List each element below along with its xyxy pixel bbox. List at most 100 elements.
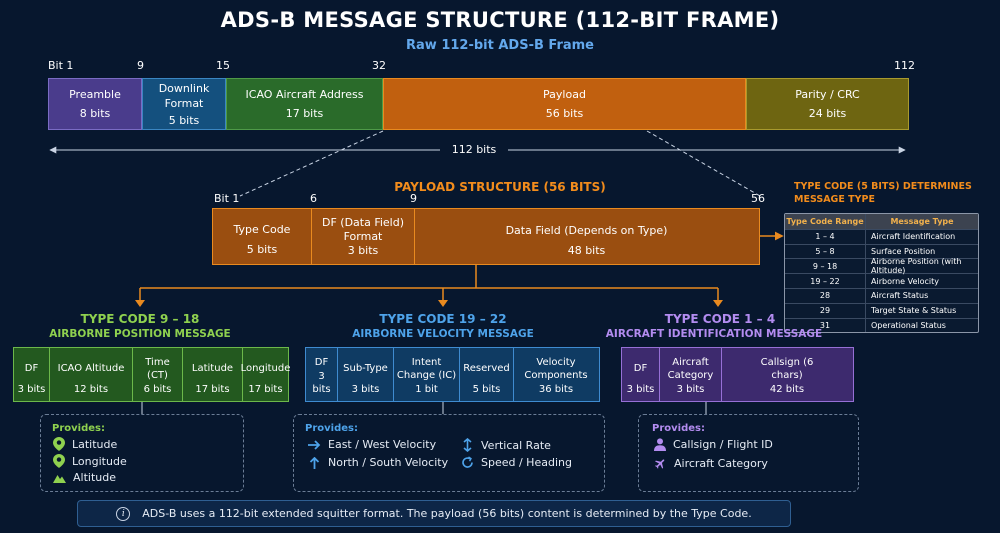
provides-label: Provides:	[652, 423, 705, 434]
msg-position-heading: TYPE CODE 9 – 18	[80, 312, 200, 326]
tree-arrowheads	[135, 300, 723, 307]
field-time: Time (CT) 6 bits	[133, 348, 183, 401]
payload-field-data: Data Field (Depends on Type) 48 bits	[415, 209, 758, 264]
segment-name: Payload	[543, 88, 586, 101]
field-name: ICAO Altitude	[57, 363, 125, 374]
frame-segment-preamble: Preamble 8 bits	[48, 78, 142, 130]
field-name: Time (CT)	[145, 356, 170, 381]
frame-bit-label: 9	[137, 59, 144, 72]
tree-lines	[139, 265, 719, 303]
field-bits: 5 bits	[472, 384, 501, 395]
field-name: DF	[633, 363, 648, 374]
field-df: DF 3 bits	[306, 348, 338, 401]
field-bits: 48 bits	[567, 244, 606, 257]
field-bits: 17 bits	[195, 384, 230, 395]
table-header-cell: Type Code Range	[785, 214, 866, 229]
frame-total-bits: 112 bits	[451, 143, 497, 156]
field-bits: 3 bits	[17, 384, 46, 395]
table-cell: Surface Position	[871, 246, 936, 256]
table-cell: Airborne Velocity	[871, 276, 940, 286]
table-cell: Aircraft Status	[871, 291, 929, 301]
frame-subtitle: Raw 112-bit ADS-B Frame	[406, 38, 594, 53]
provides-text: Altitude	[73, 471, 116, 484]
table-cell: 29	[785, 303, 866, 318]
provides-item: East / West Velocity	[308, 438, 436, 451]
field-bits: 1 bit	[415, 384, 438, 395]
payload-field-type-code: Type Code 5 bits	[213, 209, 312, 264]
provides-item: Altitude	[53, 471, 116, 484]
frame-bit-label: Bit 1	[48, 59, 74, 72]
arrow-up-icon	[309, 456, 320, 469]
provides-item: Speed / Heading	[461, 456, 572, 469]
provides-item: Callsign / Flight ID	[654, 438, 773, 451]
provides-text: Latitude	[72, 437, 118, 451]
msg-velocity-provides: Provides: East / West Velocity North / S…	[293, 414, 605, 492]
msg-position-provides: Provides: Latitude Longitude Altitude	[40, 414, 244, 492]
provides-label: Provides:	[52, 423, 105, 434]
field-name: Aircraft Category	[667, 356, 714, 381]
table-cell: 9 – 18	[785, 259, 866, 274]
msg-identification-provides: Provides: Callsign / Flight ID Aircraft …	[638, 414, 859, 492]
field-callsign: Callsign (6 chars) 42 bits	[722, 348, 852, 401]
payload-bit-label: 6	[310, 192, 317, 205]
field-velocity-components: Velocity Components 36 bits	[514, 348, 598, 401]
payload-title: PAYLOAD STRUCTURE (56 BITS)	[394, 180, 606, 194]
payload-structure: Type Code 5 bits DF (Data Field) Format …	[212, 208, 760, 265]
field-latitude: Latitude 17 bits	[183, 348, 243, 401]
provides-label: Provides:	[305, 423, 358, 434]
segment-bits: 8 bits	[79, 107, 111, 120]
field-bits: 3 bits	[312, 371, 331, 395]
table-row: 9 – 18 Airborne Position (with Altitude)	[785, 257, 978, 276]
expand-line-left	[239, 130, 384, 197]
field-bits: 42 bits	[769, 384, 805, 395]
segment-name: Parity / CRC	[795, 88, 860, 101]
field-name: Latitude	[191, 363, 234, 374]
field-bits: 17 bits	[248, 384, 283, 395]
frame-segment-payload: Payload 56 bits	[383, 78, 746, 130]
provides-text: East / West Velocity	[328, 438, 437, 451]
field-name: Sub-Type	[343, 363, 388, 374]
provides-item: Latitude	[53, 437, 117, 451]
field-name: Velocity Components	[524, 356, 588, 381]
msg-velocity-heading: TYPE CODE 19 – 22	[379, 312, 507, 326]
segment-bits: 17 bits	[285, 107, 324, 120]
typecode-table: Type Code Range Message Type 1 – 4 Aircra…	[784, 213, 979, 334]
table-cell: 28	[785, 288, 866, 303]
field-name: Callsign (6 chars)	[760, 356, 814, 381]
provides-text: Aircraft Category	[674, 457, 768, 470]
table-cell: 1 – 4	[785, 229, 866, 244]
field-longitude: Longitude 17 bits	[240, 348, 291, 401]
provides-text: Longitude	[72, 454, 127, 468]
provides-text: Vertical Rate	[481, 438, 551, 452]
field-name: DF	[314, 356, 329, 368]
typecode-table-title: TYPE CODE (5 BITS) DETERMINES MESSAGE TY…	[794, 181, 972, 205]
table-cell: Operational Status	[871, 320, 946, 330]
footer-text: ADS-B uses a 112-bit extended squitter f…	[142, 507, 752, 520]
field-bits: 3 bits	[676, 384, 705, 395]
field-aircraft-category: Aircraft Category 3 bits	[660, 348, 722, 401]
field-bits: 5 bits	[246, 243, 278, 256]
user-icon	[654, 438, 666, 451]
segment-bits: 5 bits	[168, 113, 200, 127]
field-bits: 3 bits	[626, 384, 655, 395]
table-header: Type Code Range Message Type	[785, 214, 978, 229]
provides-item: North / South Velocity	[308, 456, 448, 469]
table-row: 28 Aircraft Status	[785, 287, 978, 303]
payload-bit-label: Bit 1	[214, 192, 240, 205]
expand-line-right	[646, 130, 761, 197]
footer-note: i ADS-B uses a 112-bit extended squitter…	[77, 500, 791, 527]
field-name: Type Code	[233, 223, 291, 236]
frame-bit-label: 112	[894, 59, 915, 72]
frame-segment-icao-address: ICAO Aircraft Address 17 bits	[226, 78, 383, 130]
field-bits: 6 bits	[143, 384, 172, 395]
table-cell: Airborne Position (with Altitude)	[871, 257, 962, 276]
field-name: Longitude	[240, 363, 291, 374]
pin-icon	[53, 437, 65, 451]
field-bits: 36 bits	[538, 384, 574, 395]
segment-name: ICAO Aircraft Address	[245, 88, 364, 101]
